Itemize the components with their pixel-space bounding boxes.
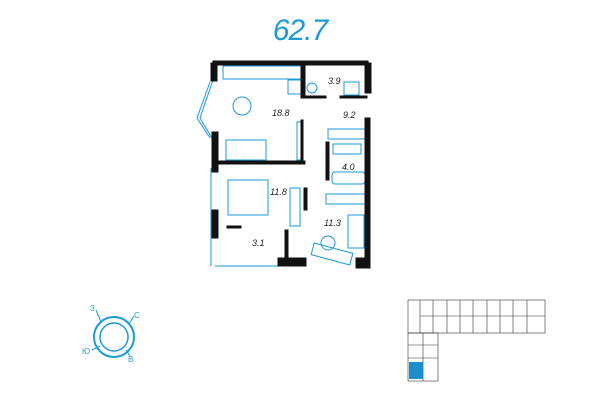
chair [320, 235, 336, 251]
compass-south: Ю [82, 347, 90, 356]
compass-north: С [134, 311, 140, 320]
room-area-room: 11.3 [324, 218, 341, 228]
building-minimap [407, 299, 546, 382]
double-sink [332, 143, 362, 155]
minimap-apartment-highlight [409, 362, 423, 379]
room-area-balcony: 3.1 [252, 238, 265, 248]
tv-stand [296, 121, 302, 161]
room-area-kitchen: 18.8 [272, 108, 290, 118]
wall-right [364, 117, 371, 269]
wardrobe-bedroom [289, 187, 301, 227]
compass-outer-ring [93, 316, 135, 358]
washing-machine [306, 82, 318, 94]
compass-west: З [90, 304, 95, 313]
wall-top [212, 60, 369, 66]
bay-window [196, 79, 214, 141]
dining-table [232, 96, 252, 116]
bed [227, 179, 269, 216]
bathtub [331, 171, 366, 185]
room-labels: 18.8 3.9 9.2 4.0 11.8 11.3 3.1 [252, 76, 356, 248]
walls [210, 60, 372, 269]
wardrobe-room [325, 193, 367, 205]
wardrobe-hall [327, 128, 367, 140]
room-area-bedroom: 11.8 [270, 187, 287, 197]
single-bed [347, 214, 365, 249]
apartment-area-title: 62.7 [272, 14, 328, 47]
room-area-bath-small: 3.9 [328, 76, 341, 86]
room-area-hallway: 9.2 [343, 110, 356, 120]
sink [287, 79, 302, 95]
sofa [225, 139, 267, 161]
furniture [196, 65, 367, 267]
compass: З С Ю В [82, 304, 140, 364]
kitchen-counter [222, 65, 304, 80]
room-area-bathroom: 4.0 [342, 162, 355, 172]
compass-inner-ring [99, 322, 129, 352]
desk [310, 242, 354, 266]
bath-sink [343, 81, 360, 96]
minimap-wing-top [407, 299, 546, 334]
compass-east: В [128, 355, 133, 364]
